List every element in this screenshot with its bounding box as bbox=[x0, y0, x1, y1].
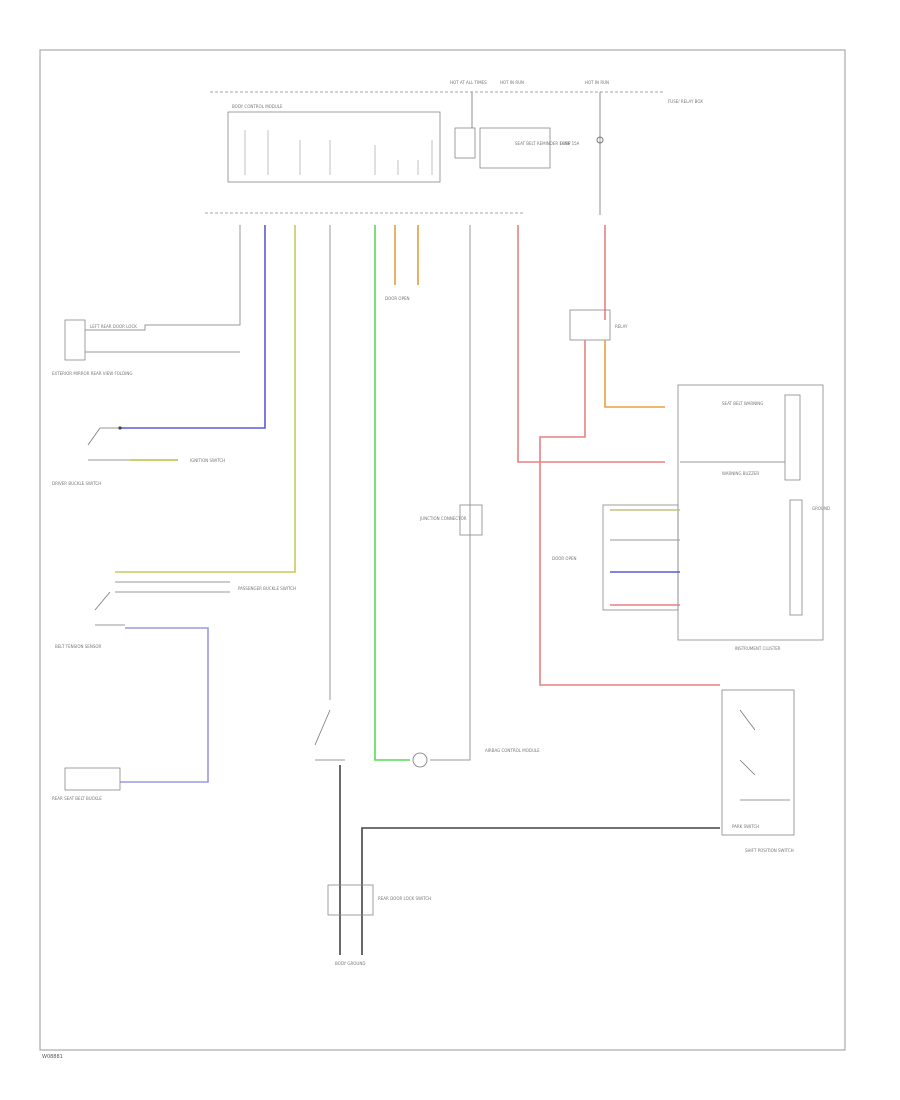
wire-blue bbox=[120, 225, 266, 429]
driver-buckle-switch-label: DRIVER BUCKLE SWITCH bbox=[52, 481, 101, 486]
wire-pink-518 bbox=[517, 225, 665, 463]
ecu-label: BODY CONTROL MODULE bbox=[232, 104, 283, 109]
passenger-buckle-switch-label: PASSENGER BUCKLE SWITCH bbox=[238, 586, 296, 591]
rear-door-lock-switch-box bbox=[327, 884, 374, 916]
diagram-code: W08881 bbox=[42, 1054, 63, 1060]
seat-belt-warning-label: SEAT BELT WARNING bbox=[722, 401, 763, 406]
cluster-sub-box bbox=[789, 499, 803, 616]
instrument-cluster-label: INSTRUMENT CLUSTER bbox=[735, 646, 781, 651]
rear-seat-belt-buckle-box bbox=[64, 767, 121, 791]
airbag-ecu-label: AIRBAG CONTROL MODULE bbox=[485, 748, 540, 753]
rear-door-lock-switch-label: REAR DOOR LOCK SWITCH bbox=[378, 896, 431, 901]
door-switch-connector bbox=[602, 504, 679, 611]
fuse-box-label: FUSE/ RELAY BOX bbox=[668, 99, 703, 104]
cluster-gauge-box bbox=[784, 394, 801, 481]
fuse-element bbox=[454, 127, 476, 159]
belt-tension-sensor-label: BELT TENSION SENSOR bbox=[55, 644, 102, 649]
fuse-label: FUSE 15A bbox=[560, 141, 580, 146]
power-label-2: HOT IN RUN bbox=[500, 80, 524, 85]
ignition-switch-label: IGNITION SWITCH bbox=[190, 458, 225, 463]
wire-yellow bbox=[115, 225, 296, 573]
warning-lamp-box bbox=[479, 127, 551, 169]
passenger-buckle-switch bbox=[94, 591, 125, 626]
left-rear-door-lock-box bbox=[64, 319, 86, 361]
shift-position-switch-label: SHIFT POSITION SWITCH bbox=[745, 848, 794, 853]
instrument-cluster-box bbox=[677, 384, 824, 641]
relay-coil-icon bbox=[596, 136, 604, 144]
ground-point-icon bbox=[412, 752, 428, 768]
wire-red-main bbox=[539, 340, 720, 686]
ignition-contact bbox=[314, 709, 345, 761]
relay-label: RELAY bbox=[615, 324, 628, 329]
door-switch-label: DOOR OPEN bbox=[552, 556, 577, 561]
power-label-3: HOT IN RUN bbox=[585, 80, 609, 85]
door-open-label: DOOR OPEN bbox=[385, 296, 410, 301]
driver-buckle-switch bbox=[87, 426, 130, 461]
ecu-box bbox=[227, 111, 441, 183]
rear-seat-belt-buckle-label: REAR SEAT BELT BUCKLE bbox=[52, 796, 102, 801]
body-ground-label: BODY GROUND bbox=[335, 961, 365, 966]
shift-switch-contacts bbox=[739, 709, 790, 801]
wire-green bbox=[374, 225, 410, 761]
wire-door-lock-1 bbox=[85, 225, 241, 331]
ext-mirror-label: EXTERIOR MIRROR REAR VIEW FOLDING bbox=[52, 371, 133, 376]
junction-connector-label: JUNCTION CONNECTOR bbox=[419, 516, 467, 521]
warning-lamp-label: SEAT BELT REMINDER LAMP bbox=[515, 141, 571, 146]
relay-box bbox=[569, 309, 611, 341]
power-label-1: HOT AT ALL TIMES bbox=[450, 80, 487, 85]
cluster-side-label: GROUND bbox=[812, 506, 830, 511]
wire-black-shift bbox=[361, 827, 720, 955]
warning-buzzer-label: WARNING BUZZER bbox=[722, 471, 759, 476]
shift-position-switch-box bbox=[721, 689, 795, 836]
park-switch-label: PARK SWITCH bbox=[732, 824, 759, 829]
wire-grey-470 bbox=[430, 225, 471, 761]
ecu-pin-labels bbox=[244, 130, 433, 175]
wire-lavender bbox=[120, 627, 209, 783]
junction-connector-box bbox=[459, 504, 483, 536]
left-rear-door-lock-label: LEFT REAR DOOR LOCK bbox=[90, 324, 137, 329]
diagram-frame bbox=[39, 49, 846, 1051]
wire-orange-cluster bbox=[604, 340, 665, 408]
